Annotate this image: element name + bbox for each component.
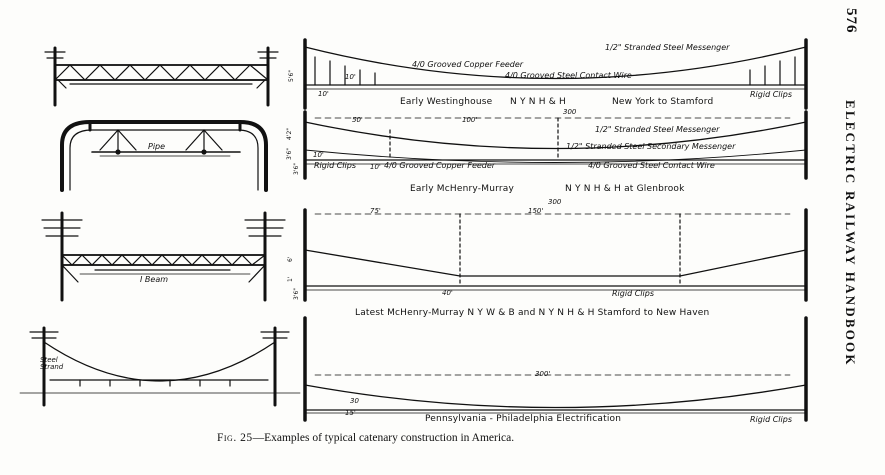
running-title: ELECTRIC RAILWAY HANDBOOK (843, 100, 858, 367)
catenary-span-2 (303, 110, 808, 180)
figure-caption: Fig. 25—Examples of typical catenary con… (217, 432, 514, 444)
p2-contact-label: 4/0 Grooved Steel Contact Wire (588, 161, 715, 170)
p2-span2: 100' (462, 116, 478, 124)
p1-dim-a: 10' (345, 73, 356, 81)
p2-dim-h2: 3'6" (286, 147, 293, 160)
p3-span2: 150' (528, 207, 544, 215)
p1-dim-b: 10' (318, 90, 329, 98)
p1-feeder-label: 4/0 Grooved Copper Feeder (412, 60, 524, 69)
truss-bridge-1 (44, 46, 279, 107)
p3-dim-a: 40' (442, 289, 453, 297)
p1-caption-left: Early Westinghouse (400, 97, 493, 107)
p2-span-total: 300 (563, 108, 577, 116)
page-number: 576 (843, 8, 859, 34)
p2-clips-label: Rigid Clips (314, 161, 356, 170)
p2-secondary-label: 1/2" Stranded Steel Secondary Messenger (566, 142, 736, 151)
p2-span1: 50' (352, 116, 363, 124)
p2-caption-mid: N Y N H & H at Glenbrook (565, 184, 685, 194)
figure-caption-label: Fig. 25 (217, 432, 253, 444)
p1-messenger-label: 1/2" Stranded Steel Messenger (605, 43, 730, 52)
p2-messenger-label: 1/2" Stranded Steel Messenger (595, 125, 720, 134)
p3-clips-label: Rigid Clips (612, 289, 654, 298)
p2-caption-left: Early McHenry-Murray (410, 184, 514, 194)
catenary-span-1 (303, 38, 808, 110)
p2-feeder-label: 4/0 Grooved Copper Feeder (384, 161, 496, 170)
p3-caption: Latest McHenry-Murray N Y W & B and N Y … (355, 308, 710, 318)
p4-dim-a: 30 (350, 397, 359, 405)
p4-strand-label: Steel Strand (40, 356, 64, 371)
p3-dim-h2: 1' (287, 276, 294, 282)
arch-bridge-2 (60, 120, 268, 192)
p2-dim-h3: 3'6" (293, 162, 300, 175)
figure-caption-text: —Examples of typical catenary constructi… (252, 432, 515, 444)
p1-clips-label: Rigid Clips (750, 90, 792, 99)
p4-caption: Pennsylvania - Philadelphia Electrificat… (425, 414, 622, 424)
p3-dim-h1: 6' (287, 256, 294, 262)
p4-clips-label: Rigid Clips (750, 415, 792, 424)
p2-pipe-label: Pipe (148, 142, 166, 151)
p4-dim-b: 15' (345, 409, 356, 417)
catenary-span-3 (303, 208, 808, 302)
p2-dim-a: 10' (313, 151, 324, 159)
catenary-span-4 (303, 316, 808, 422)
p1-dim-c: 5'6" (288, 69, 295, 82)
p3-beam-label: I Beam (140, 275, 169, 284)
p4-span: 300' (535, 370, 551, 378)
strand-support-4 (19, 326, 301, 407)
ibeam-bridge-3 (41, 211, 286, 302)
p1-caption-mid: N Y N H & H (510, 97, 567, 107)
p3-span-total: 300 (548, 198, 562, 206)
p1-caption-right: New York to Stamford (612, 97, 714, 107)
p3-span1: 75' (370, 207, 381, 215)
p2-dim-h1: 4'2" (286, 127, 293, 140)
p1-contact-label: 4/0 Grooved Steel Contact Wire (505, 71, 632, 80)
p3-dim-h3: 3'6" (293, 287, 300, 300)
p2-dim-b: 10' (370, 163, 381, 171)
